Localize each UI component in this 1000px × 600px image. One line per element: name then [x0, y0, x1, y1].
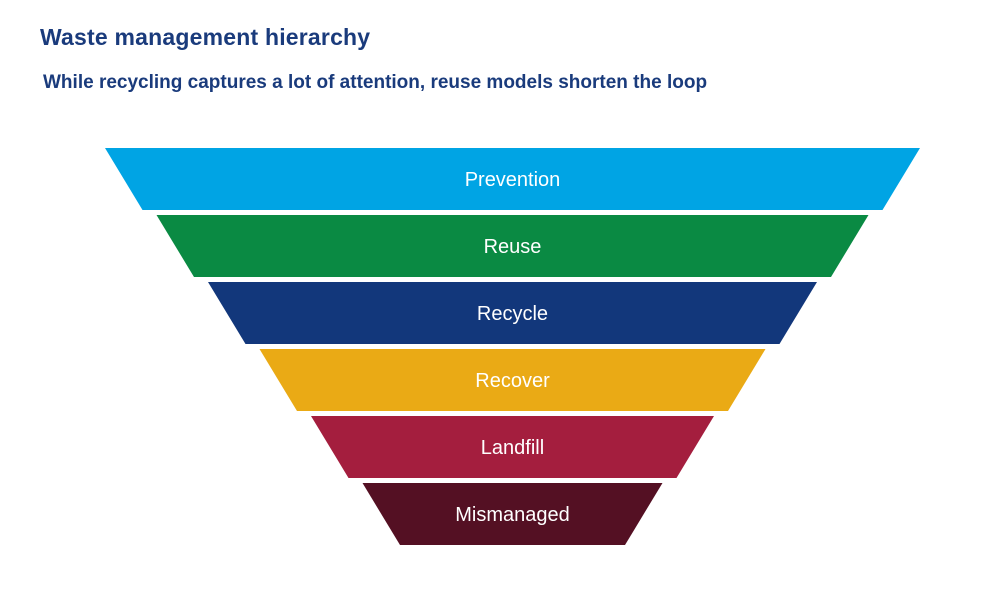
funnel-stage-label-reuse: Reuse: [484, 236, 542, 258]
funnel-stage-label-recycle: Recycle: [477, 303, 548, 325]
funnel-stage-reuse: [156, 215, 869, 277]
page-subtitle: While recycling captures a lot of attent…: [43, 72, 708, 93]
page-title: Waste management hierarchy: [40, 24, 371, 50]
funnel-stage-label-recover: Recover: [475, 370, 550, 392]
funnel-stage-recycle: [208, 282, 817, 344]
funnel-stage-recover: [259, 349, 766, 411]
funnel-stage-mismanaged: [362, 483, 663, 545]
funnel-stage-landfill: [311, 416, 714, 478]
funnel-stage-prevention: [105, 148, 920, 210]
funnel-stage-label-prevention: Prevention: [465, 169, 561, 191]
funnel-stage-label-landfill: Landfill: [481, 437, 544, 459]
funnel-stage-label-mismanaged: Mismanaged: [455, 504, 570, 526]
